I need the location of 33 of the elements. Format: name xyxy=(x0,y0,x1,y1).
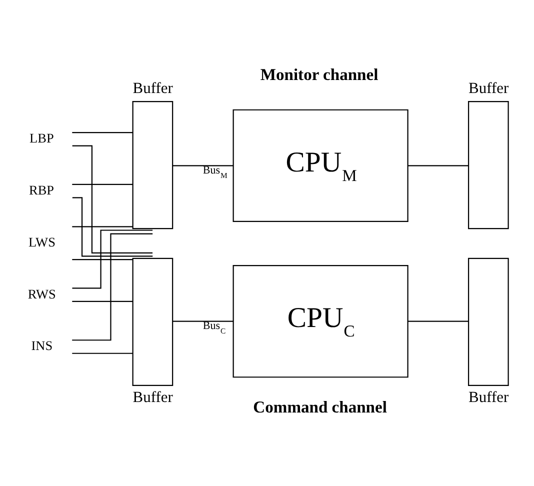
connector xyxy=(72,226,133,227)
node-label: Buffer xyxy=(468,79,509,96)
node-label: Buffer xyxy=(132,79,173,96)
node-box: CPU$_{M}$ xyxy=(232,108,408,222)
connector xyxy=(72,258,133,260)
node-label: Buffer xyxy=(132,388,173,406)
label: Command channel xyxy=(253,396,387,416)
node-bar xyxy=(468,257,509,386)
node-text: LBP xyxy=(30,130,54,146)
node-box: CPU$_{C}$ xyxy=(232,264,408,378)
node-text: INS xyxy=(31,338,53,353)
node-text: RWS xyxy=(28,286,56,301)
node-bar xyxy=(468,100,509,229)
connector xyxy=(172,320,234,322)
node-text: RBP xyxy=(29,182,54,197)
connector xyxy=(72,196,153,256)
label: Monitor channel xyxy=(260,64,378,84)
connector xyxy=(408,164,469,166)
connector xyxy=(172,164,234,166)
node-bar xyxy=(132,100,174,229)
node-text: LWS xyxy=(28,234,56,249)
node-label: Buffer xyxy=(468,388,509,406)
edge-label: Bus$_{M}$ xyxy=(202,164,228,180)
connector xyxy=(72,300,133,302)
connector xyxy=(72,229,153,288)
connector xyxy=(72,183,133,184)
connector xyxy=(72,232,153,340)
connector xyxy=(408,320,469,322)
connector xyxy=(72,144,153,253)
connector xyxy=(72,131,133,133)
edge-label: Bus$_{C}$ xyxy=(202,320,226,336)
connector xyxy=(72,352,133,354)
node-bar xyxy=(132,257,174,386)
